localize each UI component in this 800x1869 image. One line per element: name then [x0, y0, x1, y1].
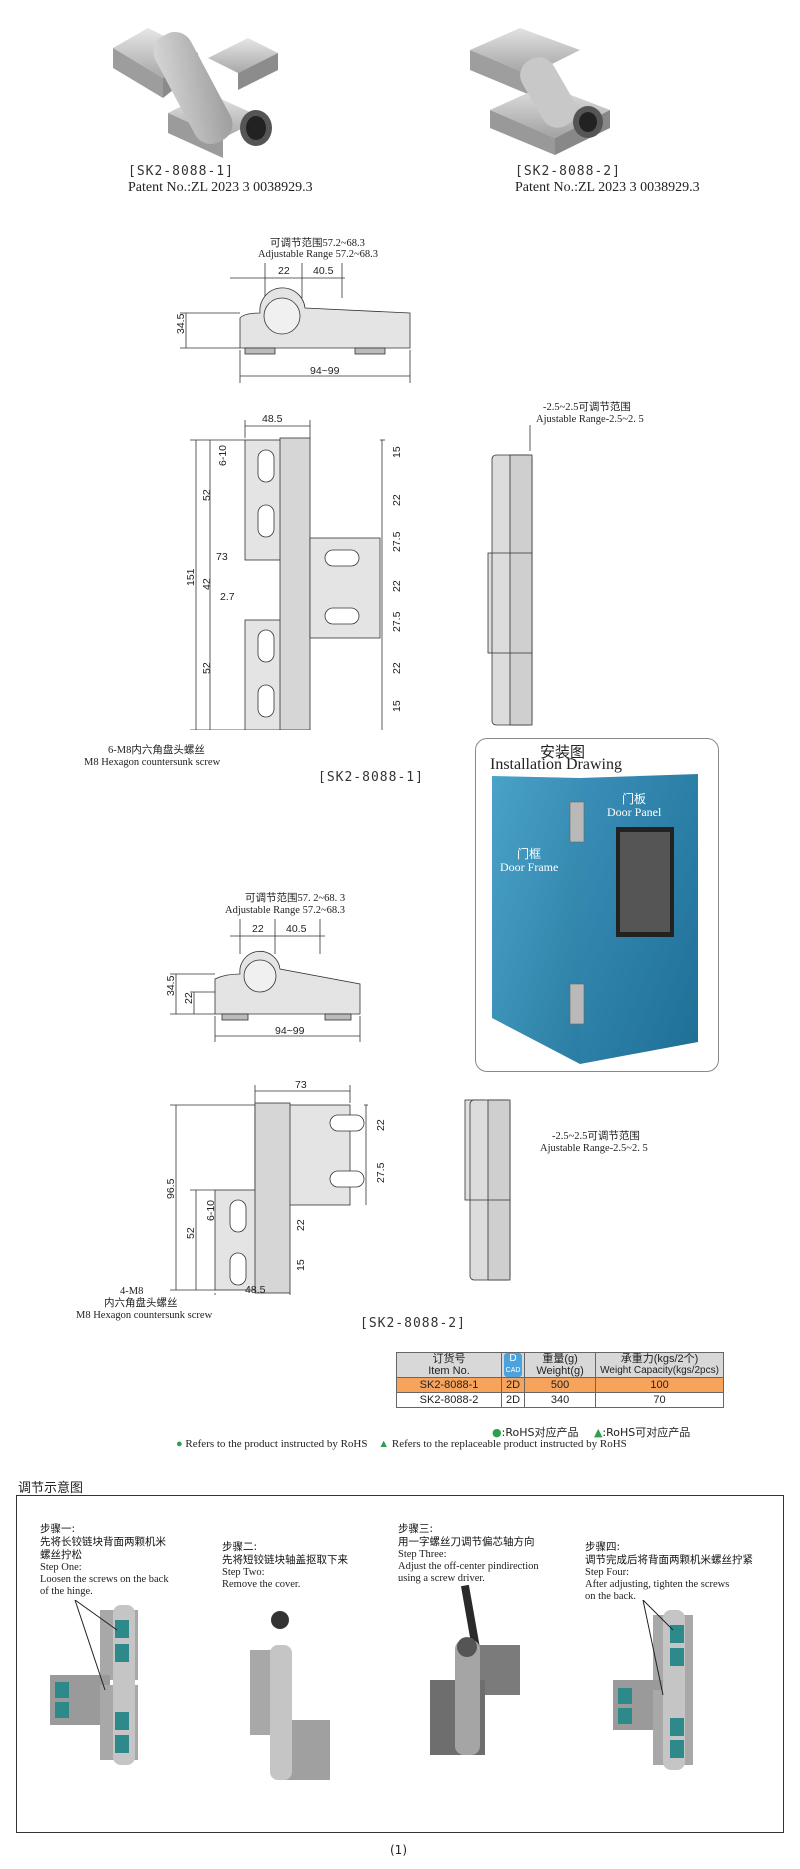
drawing-1-dim-52a: 52: [201, 489, 213, 501]
product-photo-2: [470, 28, 610, 155]
installation-frame-cn: 门框: [517, 847, 542, 861]
drawing-2-caption: [SK2-8088-2]: [360, 1316, 466, 1331]
adjust-section-box: [16, 1495, 784, 1833]
drawing-1-caption: [SK2-8088-1]: [318, 770, 424, 785]
drawing-2-dim-27-5: 27.5: [375, 1162, 387, 1183]
product-2-patent: Patent No.:ZL 2023 3 0038929.3: [515, 180, 700, 195]
table-row: SK2-8088-1 2D 500 100: [396, 1377, 724, 1393]
drawing-1-side-adjust-en: Ajustable Range-2.5~2. 5: [536, 414, 644, 425]
drawing-1-dim-42: 42: [201, 578, 213, 590]
drawing-1-dim-22a: 22: [391, 494, 403, 506]
drawing-2-dim-22a: 22: [375, 1119, 387, 1131]
step-4: 步骤四: 调节完成后将背面两颗机米螺丝拧紧 Step Four: After a…: [585, 1541, 753, 1602]
drawing-2-dim-22: 22: [252, 923, 264, 935]
rohs-triangle-icon: ▲: [593, 1426, 603, 1439]
header-capacity: 承重力(kgs/2个)Weight Capacity(kgs/2pcs): [595, 1352, 724, 1378]
drawing-2-dim-slot: 6-10: [205, 1200, 217, 1221]
drawing-2-side-adjust-en: Ajustable Range-2.5~2. 5: [540, 1143, 648, 1154]
step-2-image: [250, 1611, 330, 1780]
installation-drawing-box: [475, 738, 719, 1072]
drawing-2-dim-96-5: 96.5: [165, 1178, 177, 1199]
drawing-2-dim-48-5: 48.5: [245, 1284, 266, 1295]
drawing-1-dim-22b: 22: [391, 580, 403, 592]
step-3: 步骤三: 用一字螺丝刀调节偏芯轴方向 Step Three: Adjust th…: [398, 1523, 539, 1584]
drawing-2-dim-22b: 22: [183, 992, 195, 1004]
drawing-1-front-view: 48.5 151 52 42 52 6-10 2.7 73 15 22 27.5…: [185, 413, 403, 730]
drawing-2-dim-94-99: 94~99: [275, 1025, 305, 1037]
drawing-2-dim-40-5: 40.5: [286, 923, 307, 935]
table-row: SK2-8088-2 2D 340 70: [396, 1392, 724, 1408]
legend-line-2: ● Refers to the product instructed by Ro…: [176, 1438, 627, 1450]
drawing-1-dim-2-7: 2.7: [220, 591, 235, 603]
drawing-1-dim-22c: 22: [391, 662, 403, 674]
installation-title-en: Installation Drawing: [490, 756, 622, 773]
drawing-2-side-view: [464, 1099, 511, 1281]
drawing-2-dim-15: 15: [295, 1259, 307, 1271]
installation-panel-en: Door Panel: [607, 805, 662, 819]
installation-frame-en: Door Frame: [500, 860, 559, 874]
drawing-1-adjust-cn: 可调节范围57.2~68.3: [270, 238, 365, 249]
product-photo-1: [113, 28, 278, 158]
adjust-section-title: 调节示意图: [18, 1481, 84, 1496]
legend-line-1: ●:RoHS对应产品 ▲:RoHS可对应产品: [492, 1426, 691, 1439]
product-2-code: [SK2-8088-2]: [515, 164, 621, 179]
drawing-1-side-view: [487, 425, 533, 726]
drawing-2-adjust-cn: 可调节范围57. 2~68. 3: [245, 893, 346, 904]
drawing-1-dim-15b: 15: [391, 700, 403, 712]
drawing-1-dim-48-5: 48.5: [262, 413, 283, 425]
drawing-2-screw-en: M8 Hexagon countersunk screw: [76, 1310, 213, 1321]
drawing-1-dim-22: 22: [278, 265, 290, 277]
drawing-1-dim-27-5b: 27.5: [391, 611, 403, 632]
installation-title-cn: 安装图: [540, 743, 586, 761]
drawing-2-dim-73: 73: [295, 1079, 307, 1091]
drawing-2-dim-22b: 22: [295, 1219, 307, 1231]
installation-cabinet: [492, 774, 698, 1064]
drawing-1-dim-slot: 6-10: [217, 445, 229, 466]
step-3-image: [430, 1585, 520, 1755]
drawing-1-screw-cn: 6-M8内六角盘头螺丝: [108, 745, 205, 756]
drawing-1-dim-40-5: 40.5: [313, 265, 334, 277]
drawing-1-adjust-en: Adjustable Range 57.2~68.3: [258, 249, 378, 260]
drawing-2-screw-qty: 4-M8: [120, 1286, 144, 1297]
drawing-2-front-view: 73 96.5 52 6-10 22 27.5 22 15 48.5: [165, 1079, 387, 1295]
step-1: 步骤一: 先将长铰链块背面两颗机米 螺丝拧松 Step One: Loosen …: [40, 1523, 169, 1597]
drawing-1-dim-27-5a: 27.5: [391, 531, 403, 552]
drawing-1-dim-73: 73: [216, 551, 228, 563]
header-weight: 重量(g)Weight(g): [524, 1352, 597, 1378]
drawing-1-dim-94-99: 94~99: [310, 365, 340, 377]
step-4-image: [613, 1600, 693, 1770]
drawing-2-dim-34-5: 34.5: [165, 975, 177, 996]
installation-panel-cn: 门板: [622, 792, 647, 806]
drawing-1-side-adjust-cn: -2.5~2.5可调节范围: [543, 402, 631, 413]
drawing-1-dim-15a: 15: [391, 446, 403, 458]
drawing-1-screw-en: M8 Hexagon countersunk screw: [84, 757, 221, 768]
page-number: (1): [390, 1843, 407, 1857]
drawing-1-top-view: 22 40.5 34.5 94~99: [175, 263, 411, 383]
drawing-1-dim-34-5: 34.5: [175, 313, 187, 334]
rohs-dot-icon: ●: [176, 1438, 183, 1450]
drawing-1-dim-52b: 52: [201, 662, 213, 674]
rohs-triangle-icon: ▲: [378, 1438, 390, 1450]
drawing-2-adjust-en: Adjustable Range 57.2~68.3: [225, 905, 345, 916]
drawing-1-dim-151: 151: [185, 568, 197, 586]
drawing-2-side-adjust-cn: -2.5~2.5可调节范围: [552, 1131, 640, 1142]
product-1-patent: Patent No.:ZL 2023 3 0038929.3: [128, 180, 313, 195]
rohs-dot-icon: ●: [492, 1426, 502, 1439]
step-2: 步骤二: 先将短铰链块轴盖抠取下来 Step Two: Remove the c…: [222, 1541, 348, 1590]
drawing-2-top-view: 22 40.5 34.5 22 94~99: [165, 919, 361, 1042]
drawing-2-screw-cn: 内六角盘头螺丝: [104, 1298, 178, 1309]
step-1-image: [50, 1600, 138, 1765]
product-1-code: [SK2-8088-1]: [128, 164, 234, 179]
drawing-2-dim-52: 52: [185, 1227, 197, 1239]
